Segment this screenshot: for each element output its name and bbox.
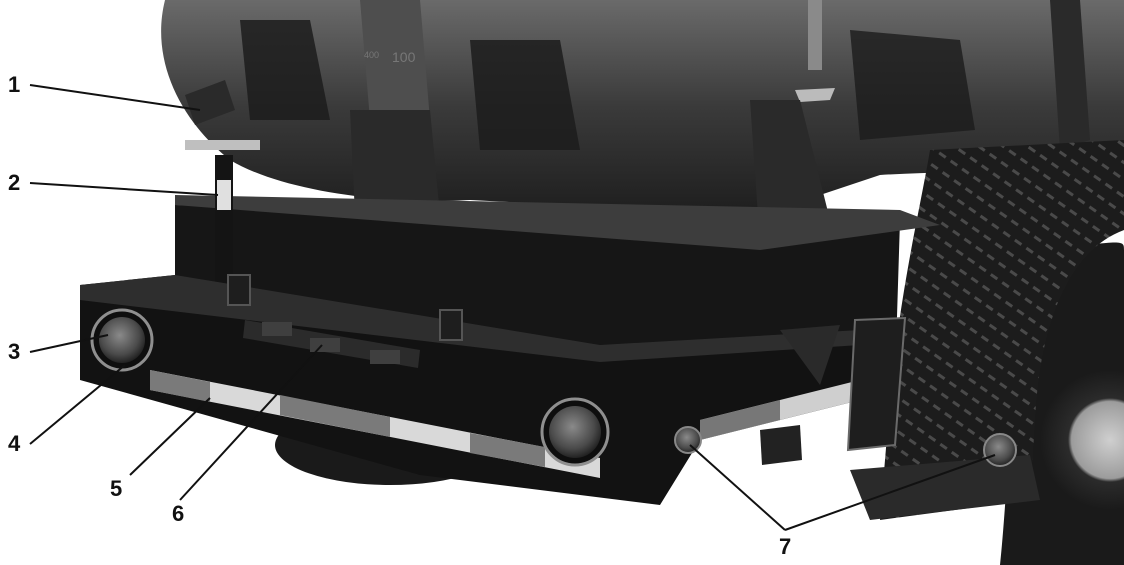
leader-line-6 [179,344,323,501]
leader-line-7a [689,444,786,531]
tail-lamp [99,317,145,363]
callout-3: 3 [8,339,21,364]
reflective-tape-side-segment [700,400,780,440]
reflective-tape-segment [280,395,390,437]
tank-marking-left: 400 [364,50,379,60]
callout-2: 2 [8,170,21,195]
leader-lines [29,84,996,531]
side-receiver [760,425,802,465]
bumper-top-edge [80,275,860,362]
callout-5: 5 [110,476,123,501]
leader-line-4 [29,364,126,445]
tank-sight-gauge [360,0,430,120]
leader-line-7b [784,454,996,531]
frame-gusset [780,325,840,385]
stake-pocket [439,309,463,341]
leader-line-3 [29,334,109,353]
jack-post-plate [217,180,231,210]
leader-line-1 [29,84,201,111]
side-marker-lamp [983,433,1017,467]
callout-4: 4 [8,431,21,456]
callout-1: 1 [8,72,21,97]
hose-connector [185,80,235,125]
leader-line-5 [129,397,211,476]
stake-pocket [227,274,251,306]
tank-marking-right: 100 [392,49,416,65]
plate-light [370,350,400,364]
wheel-hub [1040,370,1124,510]
tank-rib [1050,0,1090,150]
tail-lamp [549,406,601,458]
leader-line-2 [29,182,219,196]
tank-recess-middle [470,40,580,150]
reflective-tape-segment [470,433,545,467]
tank-strap [808,0,822,70]
tank-tiedown-bolt [795,88,835,102]
callout-7: 7 [779,534,792,559]
plate-light [262,322,292,336]
tank-saddle-left [350,110,440,215]
tank-recess-right [850,30,975,140]
side-marker-lamp [674,426,702,454]
fender [880,140,1124,520]
fender-step [850,455,1040,520]
tool-box-lid [175,195,940,250]
callout-6: 6 [172,501,185,526]
plate-light [310,338,340,352]
connector-bracket [185,140,260,150]
fender-bracket [846,316,907,452]
reflective-tape-segment [150,370,210,402]
tank-recess-left [240,20,330,120]
